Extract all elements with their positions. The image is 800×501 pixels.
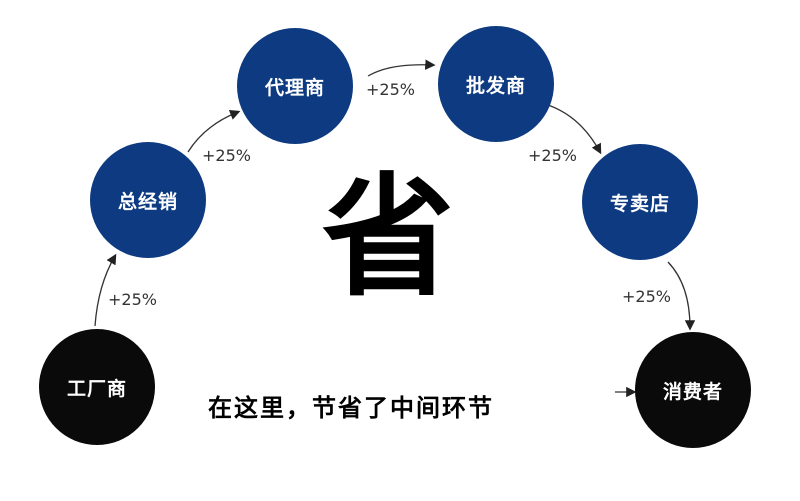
node-label: 专卖店 bbox=[609, 192, 670, 215]
markup-label: +25% bbox=[202, 146, 251, 165]
save-character: 省 bbox=[322, 161, 454, 315]
arrow-store-to-consumer bbox=[667, 261, 696, 331]
node-label: 代理商 bbox=[264, 76, 325, 99]
node-label: 工厂商 bbox=[66, 377, 127, 400]
node-agent: 代理商 bbox=[237, 28, 353, 144]
markup-label: +25% bbox=[528, 146, 577, 165]
slogan: 在这里，节省了中间环节 bbox=[208, 394, 494, 422]
markup-label: +25% bbox=[366, 80, 415, 99]
markup-label: +25% bbox=[108, 290, 157, 309]
arrow-distributor-to-agent bbox=[187, 110, 241, 153]
node-label: 消费者 bbox=[662, 380, 723, 403]
node-store: 专卖店 bbox=[582, 144, 698, 260]
arrow-wholesaler-to-store bbox=[544, 103, 602, 155]
node-wholesaler: 批发商 bbox=[438, 26, 554, 142]
node-general-distributor: 总经销 bbox=[90, 142, 206, 258]
arrow-agent-to-wholesaler bbox=[367, 59, 436, 77]
node-label: 总经销 bbox=[117, 190, 178, 213]
node-label: 批发商 bbox=[465, 74, 526, 97]
node-consumer: 消费者 bbox=[635, 332, 751, 448]
arrow-factory-to-distributor bbox=[94, 253, 117, 327]
markup-label: +25% bbox=[622, 287, 671, 306]
node-factory: 工厂商 bbox=[39, 329, 155, 445]
